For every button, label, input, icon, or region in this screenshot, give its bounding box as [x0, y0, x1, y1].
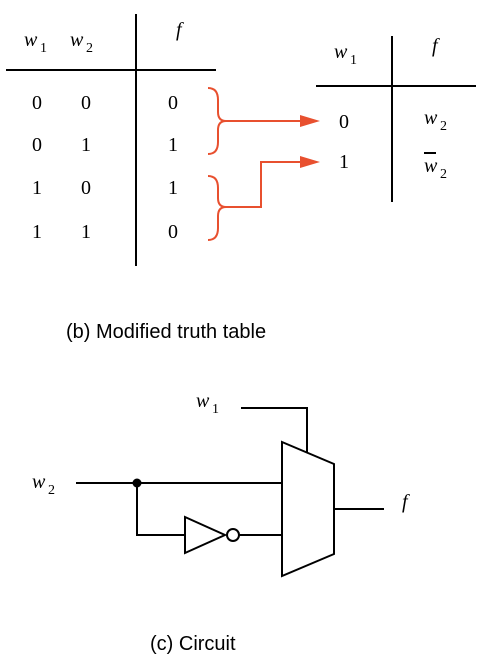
cell-w1: 0: [32, 134, 42, 156]
mod-cell-w1: 0: [339, 111, 349, 133]
mapping-arrows: [207, 87, 320, 241]
brace-top: [207, 87, 227, 155]
mod-cell-f: w: [424, 107, 438, 129]
cell-w1: 1: [32, 221, 42, 243]
table-row: 0 1 1: [32, 134, 178, 156]
mod-cell-w1: 1: [339, 151, 349, 173]
arrow-head-bottom: [300, 156, 320, 168]
cell-f: 1: [168, 134, 178, 156]
cell-w1: 1: [32, 177, 42, 199]
header-w1: w: [24, 29, 38, 51]
mod-cell-f: w: [424, 155, 438, 177]
not-gate: [184, 515, 228, 555]
table-row: 0 w 2: [339, 107, 447, 134]
mod-header-f: f: [432, 35, 440, 57]
header-w2-sub: 2: [86, 41, 93, 56]
header-f: f: [176, 19, 184, 41]
mod-header-w1-sub: 1: [350, 53, 357, 68]
cell-w1: 0: [32, 92, 42, 114]
cell-w2: 1: [81, 221, 91, 243]
table-row: 0 0 0: [32, 92, 178, 114]
select-wire: [241, 407, 308, 452]
cell-w2: 1: [81, 134, 91, 156]
input-w2-sub: 2: [48, 483, 55, 498]
caption-circuit: (c) Circuit: [150, 633, 236, 655]
caption-modified: (b) Modified truth table: [66, 321, 266, 343]
inversion-bubble: [226, 528, 240, 542]
input-w1-sub: 1: [212, 402, 219, 417]
header-w2: w: [70, 29, 84, 51]
circuit: w 1 w 2 f: [32, 390, 410, 578]
table-row: 1 0 1: [32, 177, 178, 199]
truth-table: w 1 w 2 f 0 0 0 0 1 1 1 0 1 1 1 0: [6, 14, 216, 266]
cell-w2: 0: [81, 177, 91, 199]
cell-f: 0: [168, 92, 178, 114]
brace-bottom: [207, 175, 227, 241]
mod-header-w1: w: [334, 41, 348, 63]
input-w2-label: w: [32, 471, 46, 493]
input-w1-label: w: [196, 390, 210, 412]
table-row: 1 w 2: [339, 151, 447, 182]
cell-w2: 0: [81, 92, 91, 114]
arrow-head-top: [300, 115, 320, 127]
output-f-label: f: [402, 491, 410, 513]
mod-cell-f-sub: 2: [440, 167, 447, 182]
mod-cell-f-sub: 2: [440, 119, 447, 134]
cell-f: 0: [168, 221, 178, 243]
modified-table: w 1 f 0 w 2 1 w 2: [316, 35, 476, 202]
multiplexer: [281, 440, 335, 578]
table-row: 1 1 0: [32, 221, 178, 243]
header-w1-sub: 1: [40, 41, 47, 56]
arrow-line-bottom: [226, 161, 302, 208]
branch-wire: [136, 483, 185, 536]
cell-f: 1: [168, 177, 178, 199]
